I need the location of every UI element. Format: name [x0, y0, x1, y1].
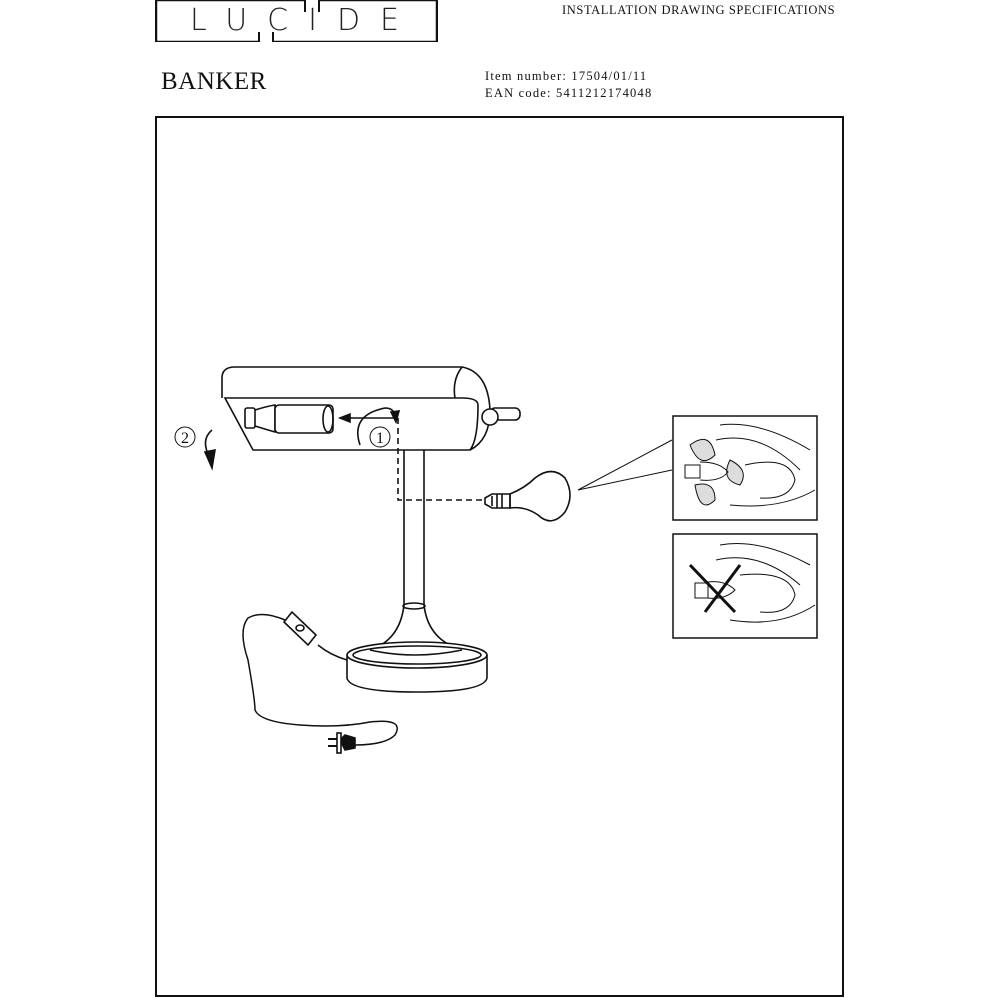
step-1-label: 1: [376, 430, 384, 447]
product-title: BANKER: [161, 68, 267, 95]
ean-code: EAN code: 5411212174048: [485, 86, 653, 100]
lamp-base: [346, 602, 488, 693]
step-2-badge: [174, 426, 196, 448]
brand-name: LUCIDE: [189, 2, 420, 38]
step-1-badge: [369, 426, 391, 448]
light-bulb-icon: [484, 470, 571, 522]
arrow-head: [337, 412, 351, 424]
logo-frame: [155, 0, 438, 42]
callout-lines: [577, 439, 673, 491]
prohibited-cross-icon: [688, 563, 742, 614]
power-plug-icon: [328, 732, 356, 754]
inline-switch: [282, 610, 318, 647]
lamp-pole: [403, 450, 425, 605]
shade-knob: [481, 407, 521, 426]
item-number: Item number: 17504/01/11: [485, 69, 648, 83]
incorrect-handling-panel: [672, 533, 818, 639]
brand-logo: LUCIDE: [155, 0, 438, 42]
bulb-in-shade-icon: [244, 404, 334, 434]
drawing-frame: [155, 116, 844, 997]
document-type: INSTALLATION DRAWING SPECIFICATIONS: [562, 3, 836, 17]
tilt-arrow-step-2: [203, 429, 216, 471]
power-cord: [242, 613, 398, 746]
dashed-guide-line: [397, 418, 485, 501]
correct-handling-panel: [672, 415, 818, 521]
product-meta: Item number: 17504/01/11 EAN code: 54112…: [485, 68, 652, 102]
step-2-label: 2: [181, 430, 189, 447]
rotate-arrow-step-1: [357, 407, 401, 446]
